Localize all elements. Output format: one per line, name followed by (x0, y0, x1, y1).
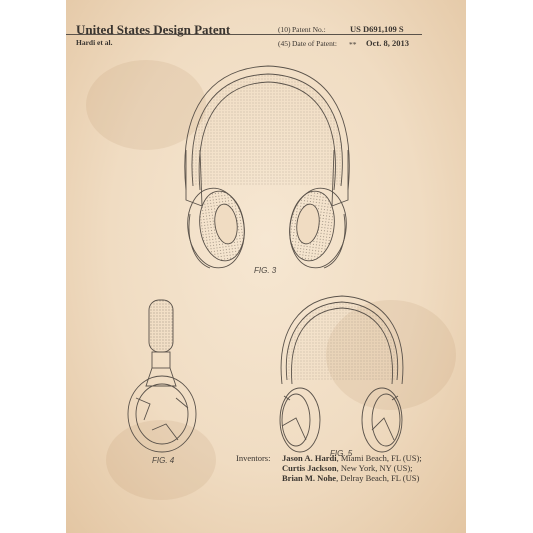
inventor-2-name: Curtis Jackson (282, 463, 337, 473)
inventor-2: Curtis Jackson, New York, NY (US); (282, 463, 413, 473)
fig4-label: FIG. 4 (152, 456, 175, 465)
patent-no-tag: (10) (278, 25, 291, 34)
inventor-3: Brian M. Nohe, Delray Beach, FL (US) (282, 473, 419, 483)
fig5-headphones-drawing (279, 295, 404, 453)
fig4-headphones-side-drawing (127, 299, 197, 453)
date-tag: (45) (278, 39, 291, 48)
fig5-label: FIG. 5 (330, 449, 353, 458)
date-value: Oct. 8, 2013 (366, 38, 409, 48)
inventor-3-name: Brian M. Nohe (282, 473, 337, 483)
fig3-headphones-drawing (184, 65, 350, 269)
inventors-label: Inventors: (236, 453, 271, 463)
assignee-line: Hardi et al. (76, 38, 113, 47)
inventor-3-location: , Delray Beach, FL (US) (336, 473, 420, 483)
fig3-label: FIG. 3 (254, 266, 277, 275)
patent-no-value: US D691,109 S (350, 24, 404, 34)
inventor-1-location: , Miami Beach, FL (US); (336, 453, 422, 463)
inventor-1-name: Jason A. Hardi (282, 453, 337, 463)
inventor-2-location: , New York, NY (US); (336, 463, 413, 473)
date-label: Date of Patent: (292, 39, 337, 48)
date-marker: ** (349, 40, 357, 49)
inventor-1: Jason A. Hardi, Miami Beach, FL (US); (282, 453, 422, 463)
patent-no-label: Patent No.: (292, 25, 326, 34)
patent-title: United States Design Patent (76, 22, 231, 37)
header-divider (66, 34, 422, 35)
